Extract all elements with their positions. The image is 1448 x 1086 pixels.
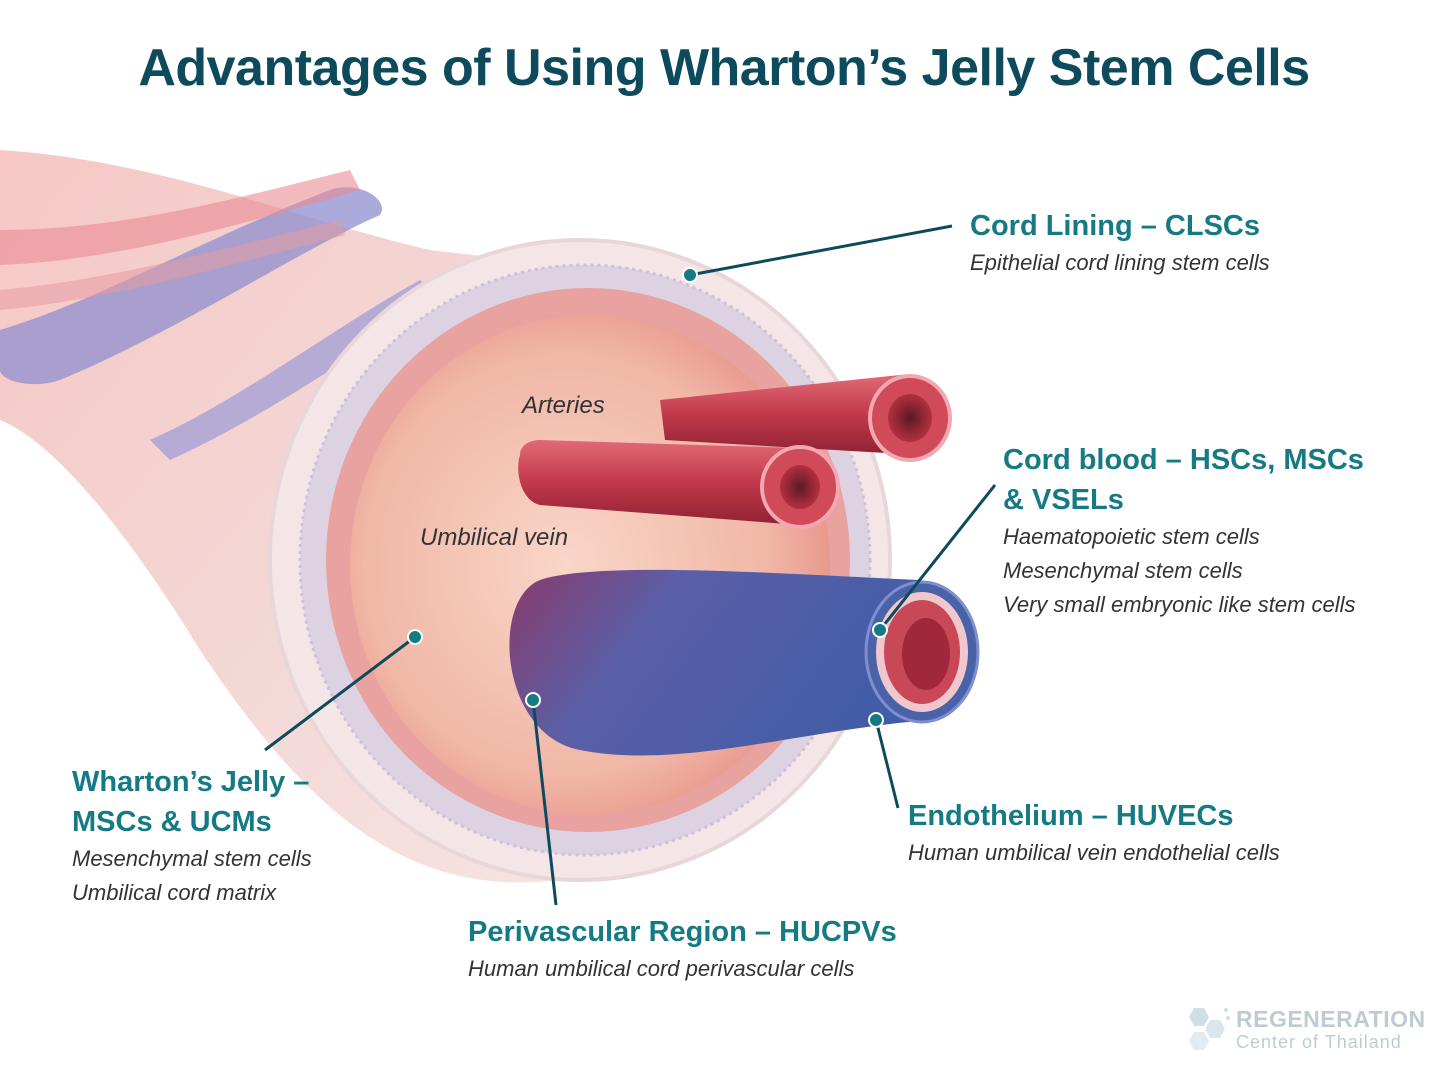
artery-upper	[660, 374, 952, 462]
logo-sub-text: Center of Thailand	[1236, 1032, 1402, 1052]
callout-wharton-line-1: Mesenchymal stem cells	[72, 846, 312, 871]
callout-cord-blood-title-1: Cord blood – HSCs, MSCs	[1003, 444, 1364, 476]
page-title: Advantages of Using Wharton’s Jelly Stem…	[138, 39, 1310, 97]
logo-main-text: REGENERATION	[1236, 1006, 1426, 1032]
cord-stripe-red	[0, 170, 360, 265]
callout-perivascular-title: Perivascular Region – HUCPVs	[468, 916, 897, 948]
callout-wharton-line-2: Umbilical cord matrix	[72, 880, 277, 905]
callout-wharton-title-1: Wharton’s Jelly –	[72, 766, 310, 798]
leader-endothelium	[874, 719, 900, 809]
callout-endothelium-line: Human umbilical vein endothelial cells	[908, 840, 1280, 865]
callout-cord-lining-line: Epithelial cord lining stem cells	[970, 250, 1270, 275]
cord-stripe-red-2	[0, 220, 345, 310]
callout-endothelium: Endothelium – HUVECs Human umbilical vei…	[908, 796, 1280, 870]
leader-perivascular	[531, 699, 558, 906]
logo-hexagon-icon	[1189, 1008, 1230, 1050]
callout-perivascular-line: Human umbilical cord perivascular cells	[468, 956, 855, 981]
dot-endothelium	[868, 712, 884, 728]
leader-cord-lining	[689, 224, 953, 277]
callout-cord-blood: Cord blood – HSCs, MSCs & VSELs Haematop…	[1003, 440, 1364, 622]
callout-cord-blood-line-3: Very small embryonic like stem cells	[1003, 592, 1356, 617]
callout-wharton-title-2: MSCs & UCMs	[72, 806, 272, 838]
label-umbilical-vein: Umbilical vein	[420, 524, 569, 551]
callout-endothelium-title: Endothelium – HUVECs	[908, 800, 1234, 832]
callout-cord-blood-title-2: & VSELs	[1003, 484, 1124, 516]
callout-cord-lining-title: Cord Lining – CLSCs	[970, 210, 1260, 242]
dot-wharton	[407, 629, 423, 645]
dot-cord-blood	[872, 622, 888, 638]
regeneration-logo: REGENERATION Center of Thailand	[1180, 1002, 1425, 1062]
leader-dots	[407, 267, 888, 728]
dot-perivascular	[525, 692, 541, 708]
callout-cord-lining: Cord Lining – CLSCs Epithelial cord lini…	[970, 206, 1270, 280]
leader-lines	[264, 224, 997, 906]
artery-lower	[518, 440, 840, 529]
leader-cord-blood	[878, 484, 997, 631]
callout-cord-blood-line-2: Mesenchymal stem cells	[1003, 558, 1243, 583]
dot-cord-lining	[682, 267, 698, 283]
label-arteries: Arteries	[522, 392, 605, 419]
callout-wharton: Wharton’s Jelly – MSCs & UCMs Mesenchyma…	[72, 762, 312, 910]
leader-wharton	[264, 635, 416, 752]
umbilical-vein	[509, 569, 980, 756]
callout-perivascular: Perivascular Region – HUCPVs Human umbil…	[468, 912, 897, 986]
callout-cord-blood-line-1: Haematopoietic stem cells	[1003, 524, 1260, 549]
